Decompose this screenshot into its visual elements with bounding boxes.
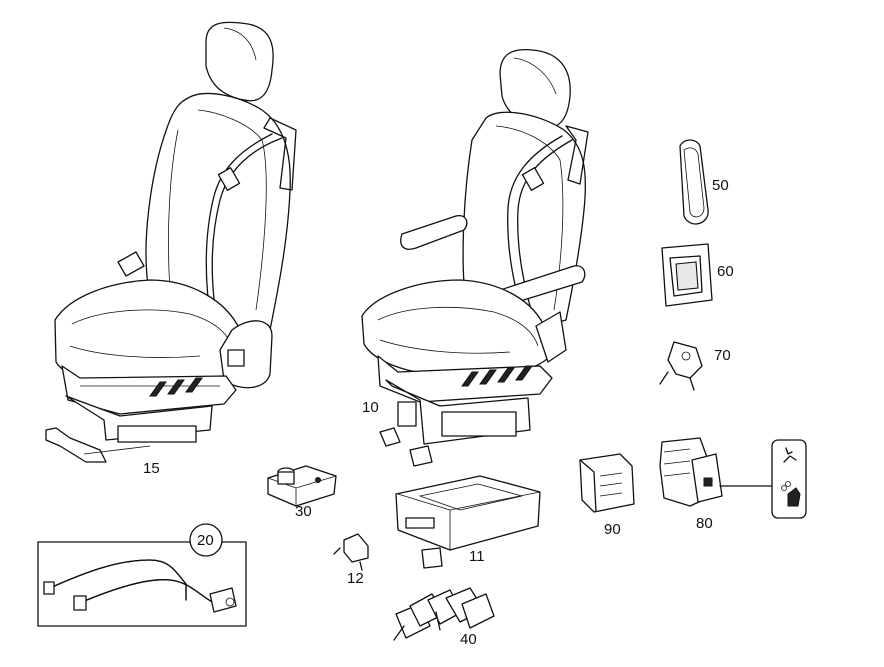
block-30-drawing	[267, 465, 337, 507]
switch-80-drawing	[659, 437, 807, 519]
label-part-12: 12	[347, 570, 364, 587]
hose-20-drawing	[37, 523, 247, 627]
label-part-15: 15	[143, 460, 160, 477]
label-part-40: 40	[460, 631, 477, 648]
clips-40-drawing	[393, 587, 495, 641]
label-part-70: 70	[714, 347, 731, 364]
label-part-30: 30	[295, 503, 312, 520]
connector-70-drawing	[659, 341, 703, 391]
label-part-11: 11	[469, 548, 485, 565]
frame-60-drawing	[661, 243, 713, 307]
cover-50-drawing	[679, 139, 709, 225]
label-part-60: 60	[717, 263, 734, 280]
label-part-50: 50	[712, 177, 729, 194]
connector-90-drawing	[579, 453, 635, 513]
label-part-90: 90	[604, 521, 621, 538]
seat-15-drawing	[45, 21, 297, 463]
label-part-10: 10	[362, 399, 379, 416]
label-part-20: 20	[197, 532, 214, 549]
tray-11-drawing	[395, 475, 541, 569]
bracket-12-drawing	[333, 533, 369, 571]
seat-10-drawing	[361, 48, 589, 467]
label-part-80: 80	[696, 515, 713, 532]
